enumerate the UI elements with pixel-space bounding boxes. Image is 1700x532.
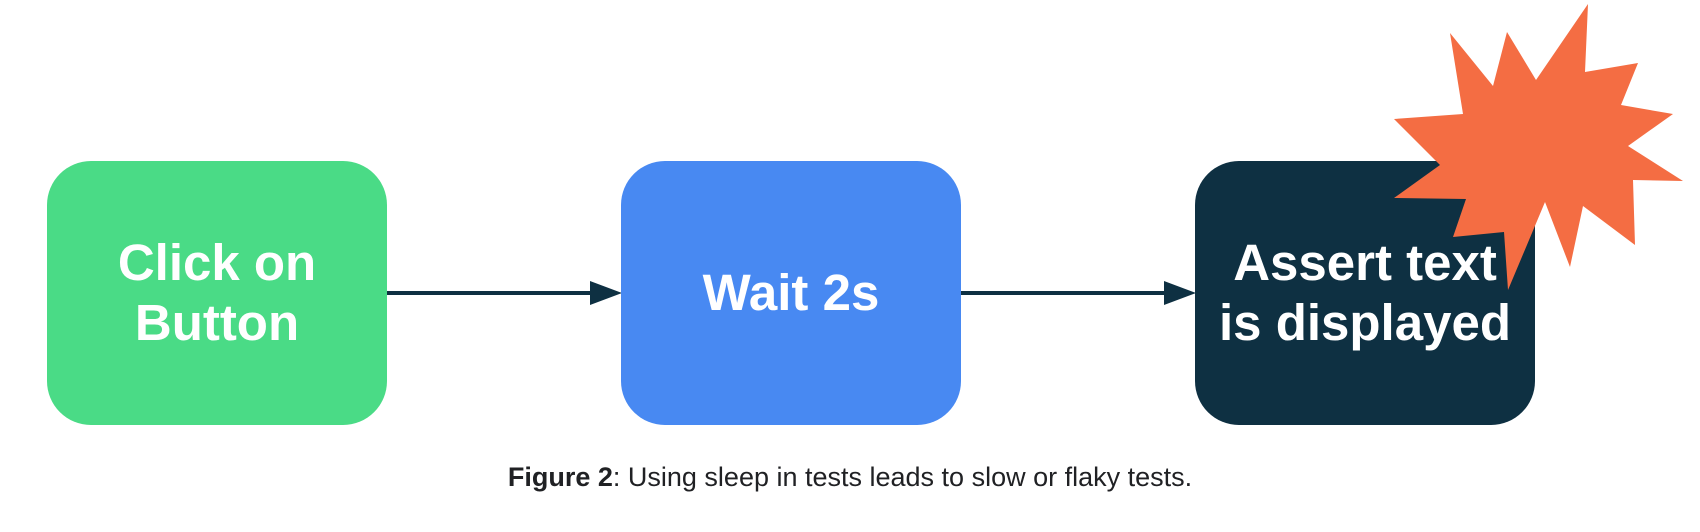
flow-diagram: Click on Button Wait 2s Assert text is d…	[47, 4, 1683, 425]
step-wait: Wait 2s	[621, 161, 961, 425]
step-assert-text-label: Assert text is displayed	[1219, 234, 1511, 351]
arrow-step1-to-step2	[387, 281, 622, 305]
figure-caption-text: : Using sleep in tests leads to slow or …	[612, 462, 1193, 492]
figure-caption: Figure 2: Using sleep in tests leads to …	[0, 462, 1700, 493]
step-wait-label: Wait 2s	[702, 264, 880, 321]
arrow-step2-to-step3	[961, 281, 1196, 305]
step-click-button-label: Click on Button	[117, 234, 317, 351]
step-assert-text: Assert text is displayed	[1195, 161, 1535, 425]
step-click-button: Click on Button	[47, 161, 387, 425]
figure-caption-label: Figure 2	[507, 462, 613, 492]
